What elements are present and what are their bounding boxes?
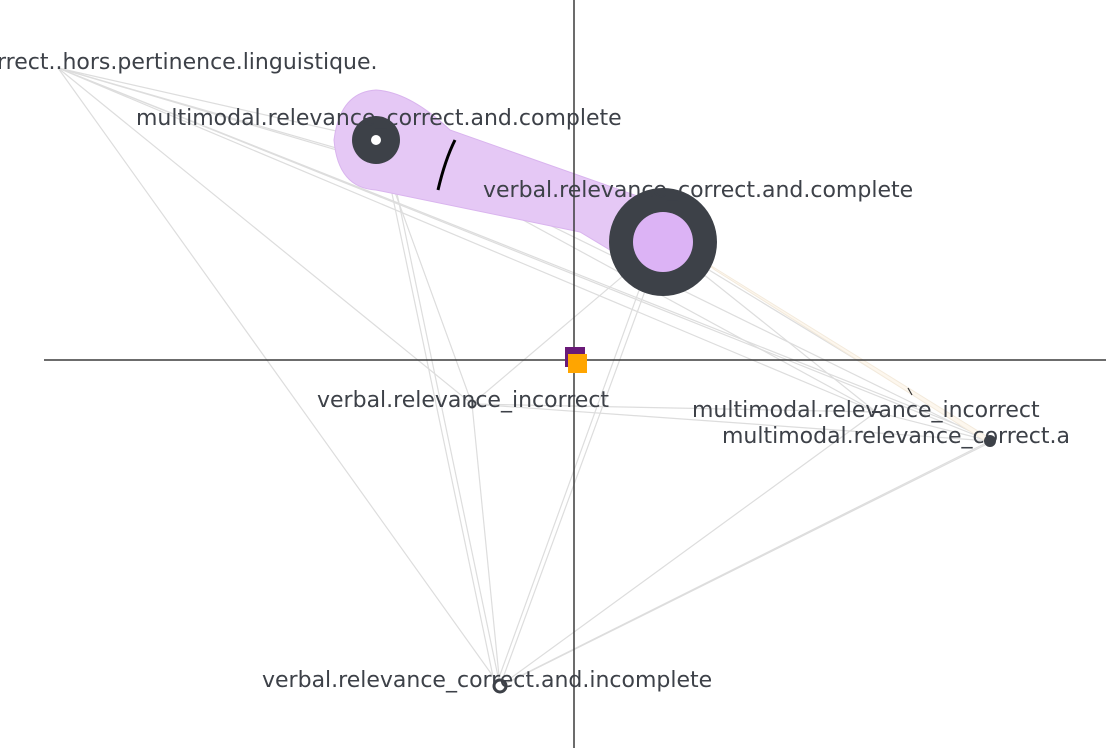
edge-verbal-cc-verbal-ci-2 [495,259,651,687]
edge-verbal-inc-verbal-ci [471,403,501,687]
label-hors: rrect..hors.pertinence.linguistique. [0,50,378,75]
node-verbal-ci [492,678,508,694]
label-multimodal-cc: multimodal.relevance_correct.and.complet… [136,106,622,131]
edge-multimodal-cc-verbal-ci-2 [389,159,501,687]
edge-hors-verbal-inc [57,67,473,405]
label-verbal-inc: verbal.relevance_incorrect [317,388,609,413]
edge-hors-multimodal-ca-2 [57,67,989,438]
edge-multimodal-cc-verbal-ci [384,159,496,687]
node-verbal-inc [467,399,477,409]
edge-multimodal-inc-multimodal-ca [875,411,991,442]
cluster-hull [333,89,664,269]
edge-verbal-cc-verbal-ci [499,241,664,687]
node-verbal-cc [609,188,717,296]
trail-tick [907,387,913,396]
origin-marker-orange [568,354,587,373]
hull-divider [436,139,457,191]
label-verbal-ci: verbal.relevance_correct.and.incomplete [262,668,712,693]
node-center [371,135,381,145]
edge-hors-verbal-ci [57,67,501,687]
label-multimodal-ca: multimodal.relevance_correct.a [722,424,1070,449]
node-center [633,212,693,272]
edge-verbal-ci-multimodal-inc [499,411,877,687]
edge-verbal-inc-multimodal-inc [471,403,877,413]
edge-verbal-inc-multimodal-ca [471,403,991,442]
label-multimodal-inc: multimodal.relevance_incorrect [692,398,1040,423]
node-multimodal-ca [984,435,996,447]
label-verbal-cc: verbal.relevance_correct.and.complete [483,178,913,203]
edge-verbal-ci-multimodal-ca-2 [504,444,986,685]
edge-hors-multimodal-cc [57,67,377,141]
node-multimodal-cc [352,116,400,164]
edge-hors-multimodal-inc [57,67,877,413]
